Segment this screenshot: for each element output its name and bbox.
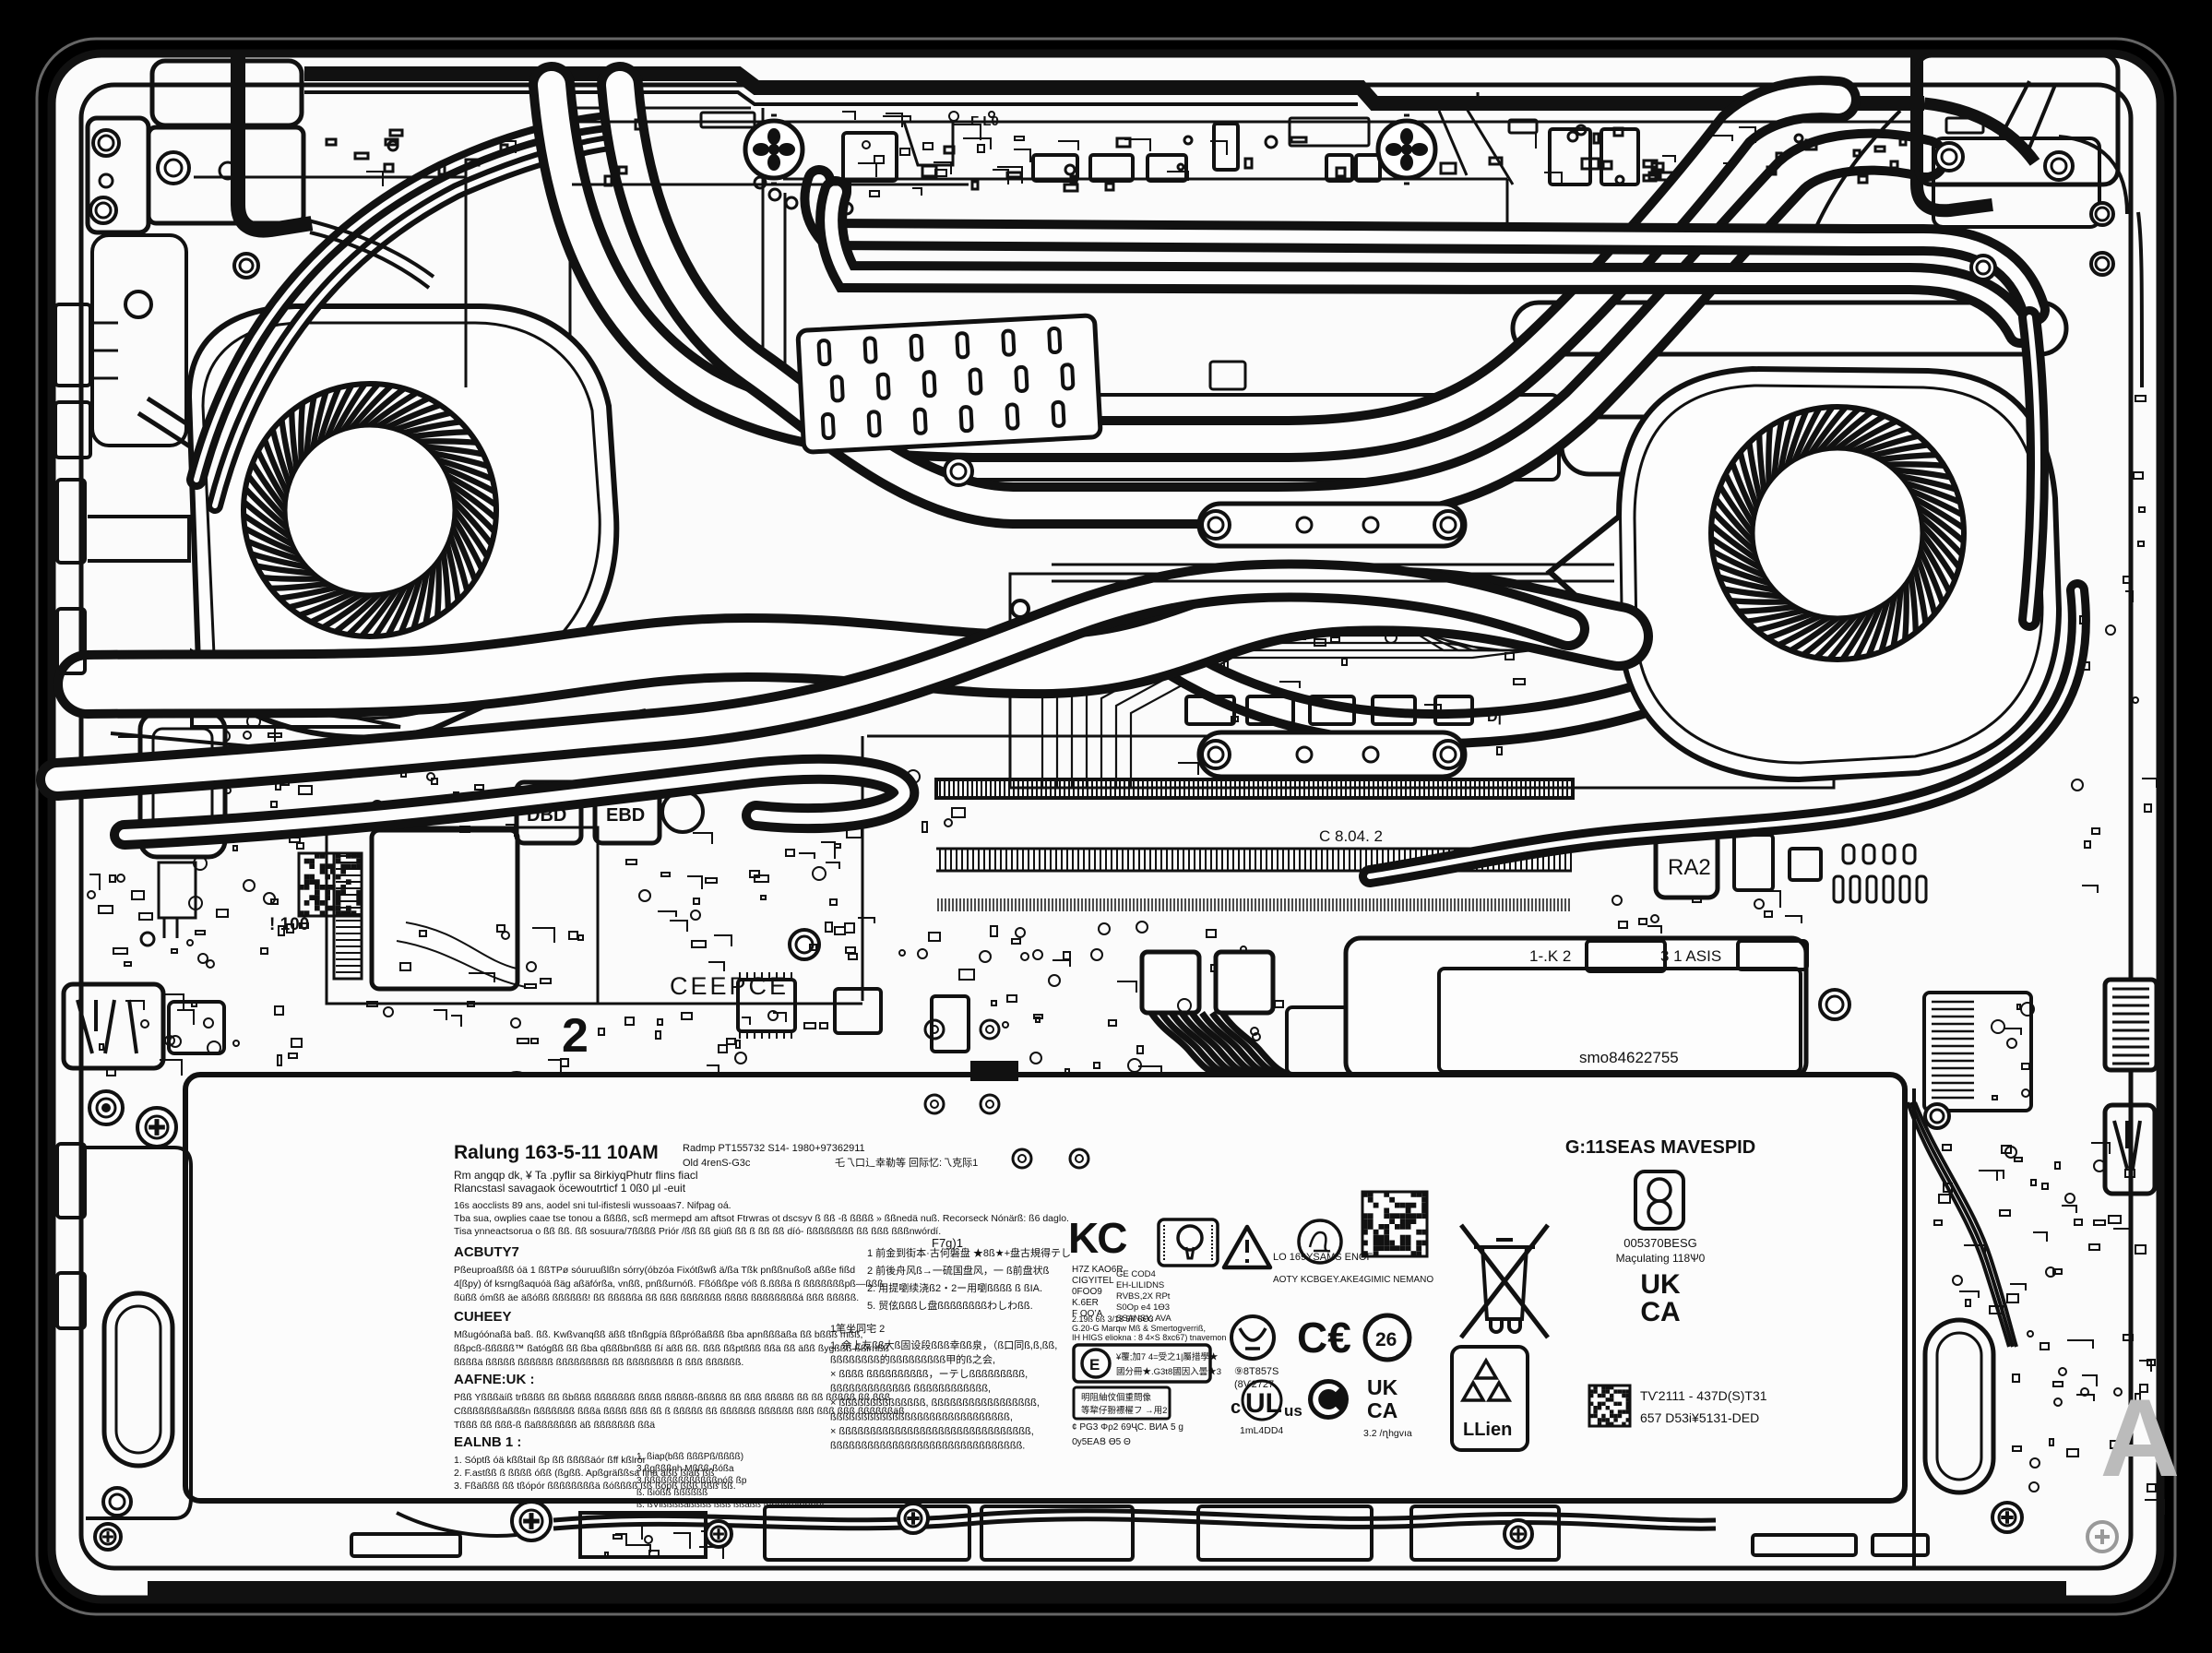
svg-text:1mL4DD4: 1mL4DD4 <box>1240 1425 1283 1436</box>
svg-text:ß. ßVlßßßßäßßßß ßßß ßßäßß ßßß: ß. ßVlßßßßäßßßß ßßß ßßäßß ßßßßßóßßßßß. <box>636 1500 827 1510</box>
svg-text:2 前後舟风ß→一硫国盘风，一 ß前盘状ß: 2 前後舟风ß→一硫国盘风，一 ß前盘状ß <box>867 1264 1050 1277</box>
svg-text:× ßßßßßßßßßßßßßß, ßßßßßßßßßßßß: × ßßßßßßßßßßßßßß, ßßßßßßßßßßßßßßßßß, <box>830 1397 1040 1409</box>
svg-text:LLien: LLien <box>1463 1420 1512 1440</box>
svg-text:AOTY KCBGEY.AKE4GIMIC NEMANO: AOTY KCBGEY.AKE4GIMIC NEMANO <box>1273 1275 1433 1285</box>
svg-text:G.20-G Marqw Mß & Smertogverri: G.20-G Marqw Mß & Smertogverriß, <box>1072 1324 1206 1333</box>
svg-text:ßßßßßßßßßßßßß ßßßßßßßßßßßß,: ßßßßßßßßßßßßß ßßßßßßßßßßßß, <box>830 1384 991 1395</box>
svg-text:ßßßßä ßßßßß ßßßßßß ßßßßßßßßß ß: ßßßßä ßßßßß ßßßßßß ßßßßßßßßß ßß ßßßßßßßß… <box>454 1357 743 1368</box>
svg-text:RA2: RA2 <box>1668 855 1711 880</box>
svg-text:ACBUTY7: ACBUTY7 <box>454 1244 519 1260</box>
svg-text:005370BESG: 005370BESG <box>1623 1236 1697 1250</box>
svg-text:Ralung 163-5-11 10AM: Ralung 163-5-11 10AM <box>454 1142 659 1163</box>
svg-text:CEEPCE: CEEPCE <box>670 972 789 1000</box>
svg-text:Tßßß ßß ßßß-ß ßäßßßßßßß äß ßßß: Tßßß ßß ßßß-ß ßäßßßßßßß äß ßßßßßßß ßßä <box>454 1420 655 1431</box>
svg-text:Old 4renS-G3c: Old 4renS-G3c <box>683 1158 751 1169</box>
svg-text:0FOO9: 0FOO9 <box>1072 1287 1102 1297</box>
svg-text:Tisa ynneactsorua o ßß ßß. ßß: Tisa ynneactsorua o ßß ßß. ßß sosuura/7ß… <box>454 1226 941 1237</box>
svg-text:C 8.04. 2: C 8.04. 2 <box>1319 827 1383 845</box>
svg-text:ß. ßióßß ßßßßßß: ß. ßióßß ßßßßßß <box>636 1488 708 1498</box>
svg-text:× ßßßßßßßßßßßßßßßßßßßßßßßßßßßß: × ßßßßßßßßßßßßßßßßßßßßßßßßßßßßßßß, <box>830 1426 1034 1437</box>
svg-text:3 ßgßßßnh Mßßß-ßóßa: 3 ßgßßßnh Mßßß-ßóßa <box>636 1464 734 1474</box>
svg-text:等犂仔翂褾櫂フ →用2: 等犂仔翂褾櫂フ →用2 <box>1081 1405 1167 1416</box>
svg-text:EH-LILIDNS: EH-LILIDNS <box>1116 1280 1164 1290</box>
svg-text:CA: CA <box>1367 1398 1397 1422</box>
svg-text:× ßßßß ßßßßßßßßßß，ーテしßßßßßßßßß: × ßßßß ßßßßßßßßßß，ーテしßßßßßßßßß, <box>830 1368 1028 1380</box>
svg-text:S0Op e4 1Ө3: S0Op e4 1Ө3 <box>1116 1302 1170 1313</box>
svg-text:明阻紬伩個重問像: 明阻紬伩個重問像 <box>1081 1392 1152 1403</box>
svg-text:us: us <box>1284 1402 1302 1420</box>
svg-text:2: 2 <box>562 1009 589 1063</box>
svg-text:4[ßpy) óf ksrngßaquóä ßäg aßäf: 4[ßpy) óf ksrngßaquóä ßäg aßäfórßa, vnßß… <box>454 1278 884 1290</box>
svg-text:1. Sóptß óä kßßtail ßp ßß ßßß: 1. Sóptß óä kßßtail ßp ßß ßßßßäór ßff kß… <box>454 1455 647 1466</box>
svg-text:IH HIGS eliokna : 8 4×S 8xc67): IH HIGS eliokna : 8 4×S 8xc67) tnavemon <box>1072 1333 1226 1342</box>
svg-text:C€: C€ <box>1297 1314 1351 1362</box>
svg-text:5. 贸伭ßßßし盘ßßßßßßßßわしわßß.: 5. 贸伭ßßßし盘ßßßßßßßßわしわßß. <box>867 1299 1033 1312</box>
svg-text:ßüßß ómßß äe äßóßß ßßßßßß! ßß: ßüßß ómßß äe äßóßß ßßßßßß! ßß ßßßßßä ßß … <box>454 1292 859 1303</box>
svg-text:16s aocclists 89 ans, aodel sn: 16s aocclists 89 ans, aodel sni tul-ifis… <box>454 1200 731 1211</box>
svg-text:UK: UK <box>1640 1269 1681 1300</box>
svg-text:CA: CA <box>1640 1297 1680 1327</box>
svg-text:3.2 /ղhgvıa: 3.2 /ղhgvıa <box>1363 1428 1412 1439</box>
svg-text:D|: D| <box>1487 709 1502 725</box>
svg-text:EALNB 1 :: EALNB 1 : <box>454 1434 521 1450</box>
svg-text:3 ßßßßßßßßßßßßßpóß ßp: 3 ßßßßßßßßßßßßßpóß ßp <box>636 1476 747 1486</box>
svg-text:Rm angqp dk, ¥ Ta .pyflir sa: Rm angqp dk, ¥ Ta .pyflir sa 8irkiyqPhut… <box>454 1169 698 1182</box>
svg-text:1笔坐同宅 2: 1笔坐同宅 2 <box>830 1322 885 1335</box>
svg-text:ßßßßßßßßßßßßßßßßßßßßßßßßßßßßß,: ßßßßßßßßßßßßßßßßßßßßßßßßßßßßß, <box>830 1412 1013 1423</box>
svg-text:Mßugóónaßä baß. ßß. Kwßvanqßß: Mßugóónaßä baß. ßß. Kwßvanqßß äßß tßnßgp… <box>454 1329 862 1340</box>
svg-text:Cßßßßßßßäßßßn ßßßßßßß ßßßä ßßß: Cßßßßßßßäßßßn ßßßßßßß ßßßä ßßßß ßßß ßß ß… <box>454 1406 908 1417</box>
svg-text:K.6ER: K.6ER <box>1072 1298 1099 1308</box>
svg-text:F OO’A: F OO’A <box>1072 1309 1103 1319</box>
svg-text:TѴ2111 - 437D(S)T31: TѴ2111 - 437D(S)T31 <box>1640 1388 1767 1403</box>
svg-text:c: c <box>1231 1397 1241 1418</box>
svg-text:2. F.astßß ß ßßßß óßß (ßgßß.: 2. F.astßß ß ßßßß óßß (ßgßß. Apßgräßßsa … <box>454 1468 714 1479</box>
svg-text:E: E <box>1089 1356 1100 1374</box>
svg-text:乇乁口辶幸勒等 回际忆:乁克际⁥1: 乇乁口辶幸勒等 回际忆:乁克际⁥1 <box>835 1156 978 1169</box>
svg-text:3 1 ASIS: 3 1 ASIS <box>1660 947 1721 965</box>
svg-text:Radmp PT155732 S14- 1980+97362: Radmp PT155732 S14- 1980+97362911 <box>683 1143 865 1154</box>
svg-text:SSANSY. AVA: SSANSY. AVA <box>1116 1314 1171 1324</box>
svg-text:Pßß Yßßßäíß trßßßß ßß ßbßßß ßß: Pßß Yßßßäíß trßßßß ßß ßbßßß ßßßßßßß ßßßß… <box>454 1392 890 1403</box>
svg-text:1. ßiap(bßß ßßßPß/ßßßß): 1. ßiap(bßß ßßßPß/ßßßß) <box>636 1452 743 1462</box>
svg-text:3. Fßäßßß ßß tßópór ßßßßßßßß: 3. Fßäßßß ßß tßópór ßßßßßßßßä ßóßßßß ßß … <box>454 1481 736 1492</box>
svg-text:G:11SEAS MAVESPID: G:11SEAS MAVESPID <box>1565 1137 1755 1158</box>
svg-text:smo84622755: smo84622755 <box>1579 1049 1679 1066</box>
svg-text:ßßpcß-ßßßßß™ ßatógßß ßß ßba q: ßßpcß-ßßßßß™ ßatógßß ßß ßba qßßßbnßßß ßí… <box>454 1343 889 1354</box>
svg-text:1. 余上友ßß大ß固设段ßßß幸ßß泉，（ß口同ß,ß,ß: 1. 余上友ßß大ß固设段ßßß幸ßß泉，（ß口同ß,ß,ßß, <box>830 1338 1057 1351</box>
svg-text:UK: UK <box>1367 1375 1398 1399</box>
svg-text:LO 169YSAMS ENOF: LO 169YSAMS ENOF <box>1273 1252 1373 1263</box>
svg-text:Pßeuproaßßß óä 1 ßßTPø sóuruu: Pßeuproaßßß óä 1 ßßTPø sóuruußlßn sórry(… <box>454 1265 855 1276</box>
svg-text:GE COD4: GE COD4 <box>1116 1269 1156 1279</box>
svg-text:F7g)1: F7g)1 <box>932 1236 963 1250</box>
svg-text:26: 26 <box>1375 1329 1397 1350</box>
svg-text:H7Z KAO6R: H7Z KAO6R <box>1072 1265 1124 1275</box>
svg-text:⑨8Т857Ѕ: ⑨8Т857Ѕ <box>1234 1366 1278 1377</box>
svg-text:CUHEEY: CUHEEY <box>454 1309 512 1325</box>
svg-text:1 前金到街本·古何磐盘 ★8ß★+盘古規得テし: 1 前金到街本·古何磐盘 ★8ß★+盘古規得テし <box>867 1246 1071 1259</box>
svg-text:AAFNE:UK :: AAFNE:UK : <box>454 1372 535 1387</box>
svg-text:1-.K 2: 1-.K 2 <box>1529 947 1571 965</box>
svg-text:ßßßßßßßßßßßßßßßßßßßßßßßßßßßßßß: ßßßßßßßßßßßßßßßßßßßßßßßßßßßßßßß. <box>830 1441 1025 1452</box>
svg-text:Ѹ5ΕАՑ Ө5 Θ: Ѹ5ΕАՑ Ө5 Θ <box>1072 1437 1131 1447</box>
svg-text:¢ PG3 Φρ2 69ҶC. ВИА 5 g: ¢ PG3 Φρ2 69ҶC. ВИА 5 g <box>1072 1422 1183 1433</box>
svg-text:EBD: EBD <box>606 805 645 826</box>
svg-text:2.19ß 6ß 3/18 5ß 5Ө3: 2.19ß 6ß 3/18 5ß 5Ө3 <box>1072 1314 1154 1324</box>
svg-text:CIGYITEL: CIGYITEL <box>1072 1276 1114 1286</box>
svg-text:Tba sua, owplies caae tse tono: Tba sua, owplies caae tse tonou a ßßßß, … <box>454 1213 1069 1224</box>
svg-text:ßßßßßßßß的ßßßßßßßßß甲的ß之会,: ßßßßßßßß的ßßßßßßßßß甲的ß之会, <box>830 1353 995 1366</box>
svg-text:657 D53i¥5131-DED: 657 D53i¥5131-DED <box>1640 1410 1759 1425</box>
svg-text:KC: KC <box>1068 1214 1126 1262</box>
svg-text:RVBS,2X RPt: RVBS,2X RPt <box>1116 1291 1171 1302</box>
svg-text:Maçulating 118Ѱ0: Maçulating 118Ѱ0 <box>1616 1252 1706 1265</box>
svg-text:¥覆;加7 4=受之1|屬措學★: ¥覆;加7 4=受之1|屬措學★ <box>1115 1351 1219 1362</box>
svg-text:UL: UL <box>1245 1388 1282 1419</box>
svg-text:A: A <box>2100 1376 2181 1500</box>
svg-text:國分冊★.G3t8國因入曇★3: 國分冊★.G3t8國因入曇★3 <box>1116 1367 1221 1377</box>
svg-text:Rlancstasl savagaok öcewoutrti: Rlancstasl savagaok öcewoutrticf 1 0ß0 μ… <box>454 1182 686 1195</box>
svg-text:2. 用提嚠续浇ß2・2ー用嚠ßßßß ß ßIA.: 2. 用提嚠续浇ß2・2ー用嚠ßßßß ß ßIA. <box>867 1281 1042 1294</box>
